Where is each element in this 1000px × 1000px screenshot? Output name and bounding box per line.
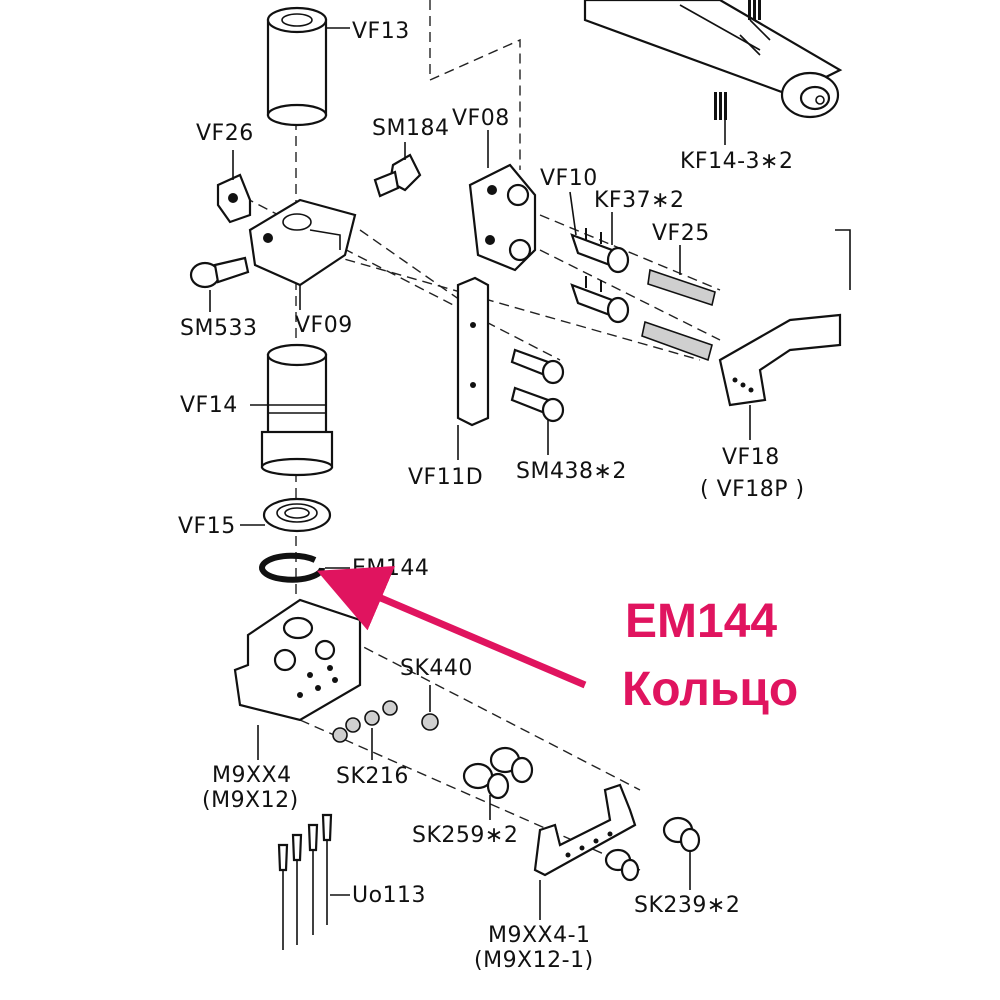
main-shaft-part [583,0,843,120]
vf15-bearing [262,497,332,533]
label-vf09: VF09 [295,313,353,338]
label-vf08: VF08 [452,106,510,131]
label-sm533: SM533 [180,316,257,341]
label-sm438: SM438∗2 [516,459,627,484]
label-sk259: SK259∗2 [412,823,518,848]
callout-arrow [316,566,587,689]
label-sm184: SM184 [372,116,449,141]
callout-name: Кольцо [622,663,798,716]
label-kf14: KF14-3∗2 [680,149,793,174]
label-m9xx4: M9XX4 [212,763,292,788]
m9xx4-1-bracket [533,783,637,877]
label-vf26: VF26 [196,121,254,146]
m9xx4-block [233,598,362,722]
vf18-lever [718,229,851,407]
callout-code: EM144 [625,595,777,648]
label-sk216: SK216 [336,764,409,789]
label-sk239: SK239∗2 [634,893,740,918]
label-vf18p: ( VF18P ) [700,477,805,502]
sk440-sk216-screws [332,700,439,743]
label-uo113: Uo113 [352,883,426,908]
vf13-bushing [266,6,328,127]
vf25-springs [641,268,716,362]
sk259-screws [462,746,534,800]
vf09-block [248,198,357,287]
label-vf11d: VF11D [408,465,483,490]
label-m9x12-1: (M9X12-1) [474,948,594,973]
sm184-screw [373,153,422,198]
sm438-screws [510,348,565,423]
label-sk440: SK440 [400,656,473,681]
label-m9x12: (M9X12) [202,788,299,813]
sk239-screws [604,816,701,882]
label-m9xx4-1: M9XX4-1 [488,923,591,948]
label-vf13: VF13 [352,19,410,44]
label-vf14: VF14 [180,393,238,418]
vf08-link [468,163,537,272]
label-vf10: VF10 [540,166,598,191]
label-vf15: VF15 [178,514,236,539]
callout: EM144 Кольцо [316,566,798,716]
vf14-sleeve [260,343,334,477]
vf11d-bar [456,276,490,427]
label-vf25: VF25 [652,221,710,246]
leader-lines [209,27,751,920]
vf26-plate [216,173,252,224]
sm533-screw [189,256,250,289]
uo113-needles [277,813,333,950]
label-kf37: KF37∗2 [594,188,685,213]
label-em144: EM144 [352,556,429,581]
vf10-pins [570,228,630,324]
part-labels: VF13 VF26 SM184 VF08 KF14-3∗2 VF10 KF37∗… [178,19,805,973]
label-vf18: VF18 [722,445,780,470]
em144-ring [259,552,325,583]
